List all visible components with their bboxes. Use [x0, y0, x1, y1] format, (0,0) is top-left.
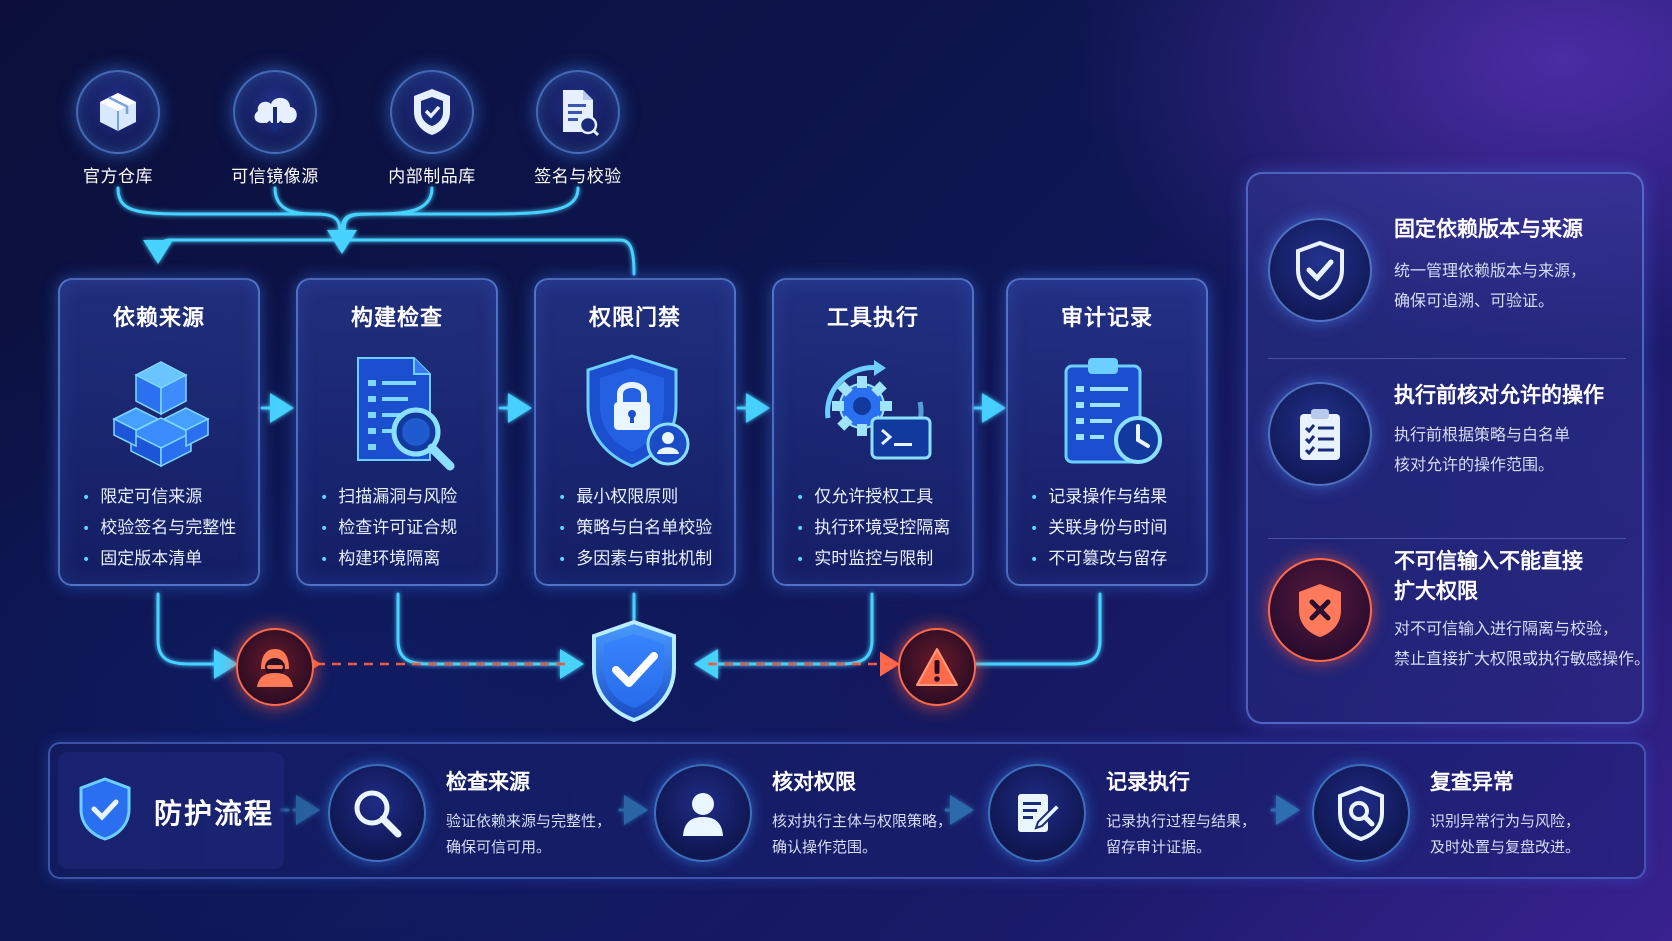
- step-desc: 识别异常行为与风险， 及时处置与复盘改进。: [1430, 812, 1581, 856]
- card-build-check: 构建检查 扫描漏洞与风险 检查许可证合规 构建环境隔离: [296, 278, 498, 586]
- gear-terminal-icon: [810, 348, 940, 478]
- principle-title: 执行前核对允许的操作: [1394, 383, 1604, 407]
- card-permission-gate: 权限门禁 最小权限原则 策略与白名单校验 多因素与审批机制: [534, 278, 736, 586]
- document-verify-icon: [536, 70, 620, 154]
- shield-check-icon: [584, 618, 684, 722]
- shield-check-icon: [1268, 218, 1372, 322]
- card-title: 审计记录: [1060, 306, 1153, 331]
- card-tool-execution: 工具执行: [772, 278, 974, 586]
- card-title: 工具执行: [826, 306, 919, 331]
- step-desc: 验证依赖来源与完整性， 确保可信可用。: [446, 812, 612, 856]
- step-title: 检查来源: [446, 770, 530, 794]
- principle-title: 不可信输入不能直接 扩大权限: [1394, 549, 1583, 603]
- cubes-icon: [96, 348, 226, 478]
- card-audit-record: 审计记录 记录操作与结果 关联身份与时间 不可篡改与留存: [1006, 278, 1208, 586]
- step-desc: 记录执行过程与结果， 留存审计证据。: [1106, 812, 1257, 856]
- divider: [1268, 538, 1626, 539]
- principles-panel: 固定依赖版本与来源 统一管理依赖版本与来源， 确保可追溯、可验证。: [1246, 172, 1651, 724]
- list-item: 关联身份与时间: [1030, 513, 1167, 544]
- cloud-download-icon: [233, 70, 317, 154]
- principle-desc: 执行前根据策略与白名单 核对允许的操作范围。: [1394, 425, 1571, 474]
- principle-desc: 统一管理依赖版本与来源， 确保可追溯、可验证。: [1394, 261, 1587, 310]
- card-list: 仅允许授权工具 执行环境受控隔离 实时监控与限制: [796, 482, 950, 575]
- step-title: 复查异常: [1430, 770, 1514, 794]
- principle-item: 固定依赖版本与来源 统一管理依赖版本与来源， 确保可追溯、可验证。: [1248, 192, 1646, 362]
- source-label: 官方仓库: [83, 167, 153, 187]
- list-item: 仅允许授权工具: [796, 482, 950, 513]
- source-official-repo: 官方仓库: [48, 70, 188, 187]
- warning-icon: [898, 628, 976, 706]
- shield-check-icon: [76, 776, 134, 846]
- list-item: 实时监控与限制: [796, 544, 950, 575]
- list-item: 检查许可证合规: [320, 513, 457, 544]
- flow-title: 防护流程: [154, 797, 275, 830]
- card-list: 限定可信来源 校验签名与完整性 固定版本清单: [82, 482, 236, 575]
- list-item: 记录操作与结果: [1030, 482, 1167, 513]
- list-item: 固定版本清单: [82, 544, 236, 575]
- step-title: 核对权限: [772, 770, 856, 794]
- shield-x-icon: [1268, 558, 1372, 662]
- list-item: 扫描漏洞与风险: [320, 482, 457, 513]
- list-item: 校验签名与完整性: [82, 513, 236, 544]
- card-list: 记录操作与结果 关联身份与时间 不可篡改与留存: [1030, 482, 1167, 575]
- edit-document-icon: [988, 764, 1086, 862]
- principle-item: 执行前核对允许的操作 执行前根据策略与白名单 核对允许的操作范围。: [1248, 370, 1646, 540]
- user-icon: [654, 764, 752, 862]
- document-search-icon: [334, 348, 464, 478]
- protection-flow-bar: 防护流程 检查来源 验证依赖来源与完整性， 确保可信可用。: [48, 742, 1646, 879]
- list-item: 策略与白名单校验: [558, 513, 712, 544]
- list-item: 多因素与审批机制: [558, 544, 712, 575]
- source-label: 可信镜像源: [231, 167, 319, 187]
- checklist-icon: [1268, 382, 1372, 486]
- card-title: 依赖来源: [112, 306, 205, 331]
- hacker-threat-icon: [236, 628, 314, 706]
- shield-search-icon: [1312, 764, 1410, 862]
- divider: [1268, 358, 1626, 359]
- source-trusted-mirror: 可信镜像源: [205, 70, 345, 187]
- shield-icon: [390, 70, 474, 154]
- principle-title: 固定依赖版本与来源: [1394, 217, 1583, 241]
- list-item: 不可篡改与留存: [1030, 544, 1167, 575]
- card-list: 最小权限原则 策略与白名单校验 多因素与审批机制: [558, 482, 712, 575]
- source-label: 内部制品库: [388, 167, 476, 187]
- principle-item: 不可信输入不能直接 扩大权限 对不可信输入进行隔离与校验， 禁止直接扩大权限或执…: [1248, 546, 1651, 716]
- list-item: 限定可信来源: [82, 482, 236, 513]
- list-item: 最小权限原则: [558, 482, 712, 513]
- package-box-icon: [76, 70, 160, 154]
- list-item: 构建环境隔离: [320, 544, 457, 575]
- card-dependency-source: 依赖来源 限定可信来源 校验签名与完整性 固定版本: [58, 278, 260, 586]
- list-item: 执行环境受控隔离: [796, 513, 950, 544]
- card-title: 构建检查: [350, 306, 443, 331]
- clipboard-clock-icon: [1044, 348, 1174, 478]
- shield-lock-icon: [572, 348, 702, 478]
- source-internal-artifacts: 内部制品库: [362, 70, 502, 187]
- source-signature-verify: 签名与校验: [508, 70, 648, 187]
- card-list: 扫描漏洞与风险 检查许可证合规 构建环境隔离: [320, 482, 457, 575]
- step-desc: 核对执行主体与权限策略， 确认操作范围。: [772, 812, 953, 856]
- step-title: 记录执行: [1106, 770, 1190, 794]
- flow-header: 防护流程: [58, 752, 284, 869]
- card-title: 权限门禁: [588, 306, 681, 331]
- magnifier-icon: [328, 764, 426, 862]
- source-label: 签名与校验: [534, 167, 622, 187]
- principle-desc: 对不可信输入进行隔离与校验， 禁止直接扩大权限或执行敏感操作。: [1394, 619, 1651, 668]
